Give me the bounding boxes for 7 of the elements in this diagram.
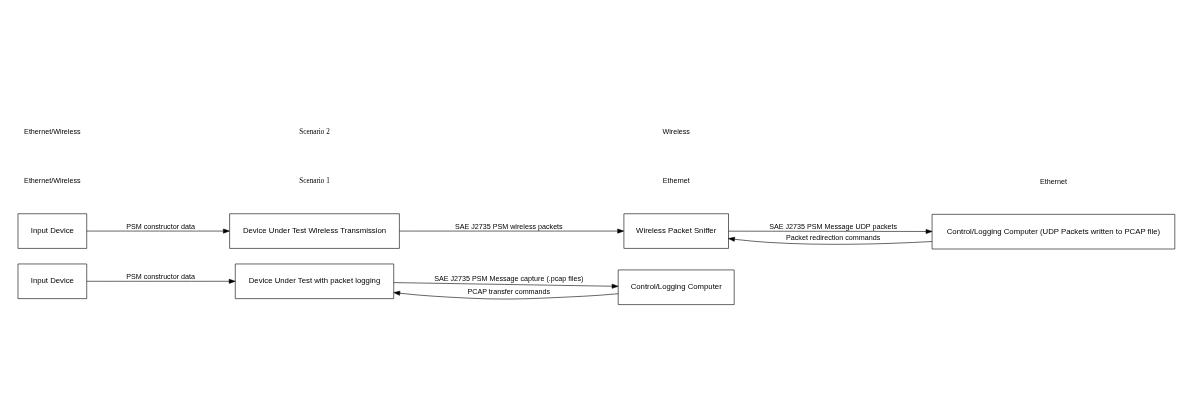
- arrow: [728, 228, 933, 234]
- arrow: [86, 228, 230, 233]
- arrow: [393, 290, 619, 299]
- arrow: [86, 278, 236, 284]
- arrow: [728, 236, 933, 245]
- arrow: [393, 281, 619, 289]
- arrow: [399, 228, 624, 233]
